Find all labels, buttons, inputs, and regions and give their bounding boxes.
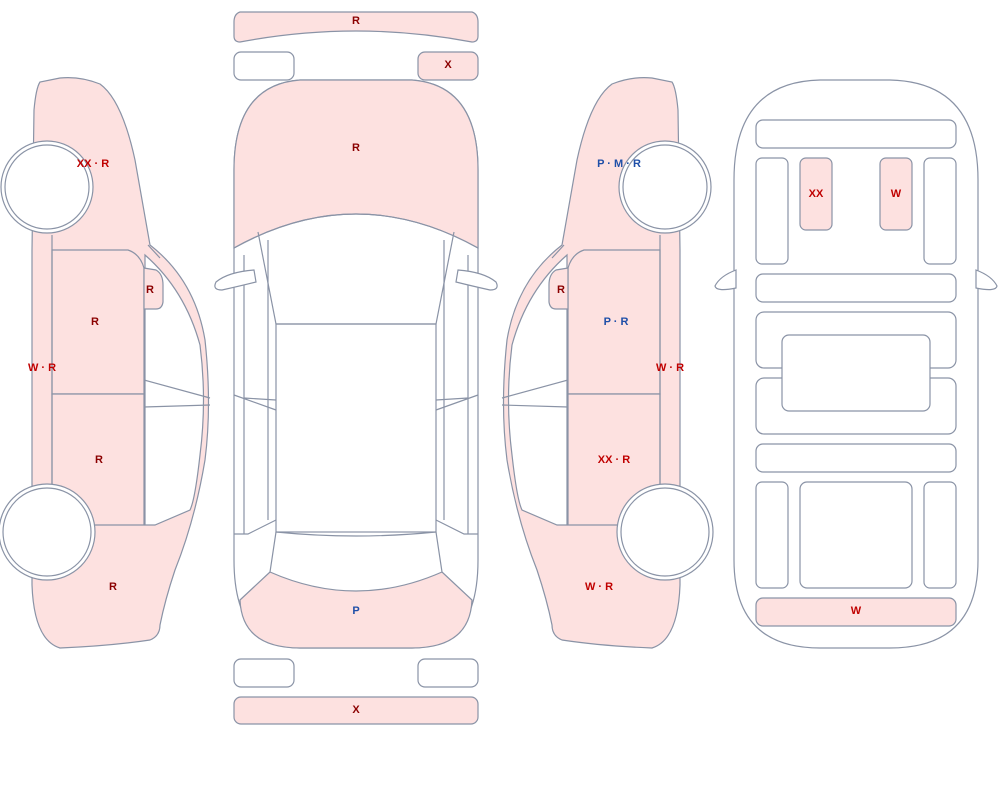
front-seat-left-label: XX [809, 188, 824, 200]
left-rear-quarter-label: R [109, 581, 117, 593]
rear-right-corner[interactable] [417, 658, 479, 688]
rear-bumper[interactable] [233, 696, 479, 725]
right-front-door-label: P · R [604, 316, 629, 328]
front-left-door-trim[interactable] [755, 157, 789, 265]
trunk-floor[interactable] [755, 597, 957, 627]
left-front-fender-label: XX · R [77, 158, 109, 170]
right-rocker-label: W · R [656, 362, 684, 374]
front-left-corner[interactable] [233, 51, 295, 81]
left-mirror[interactable] [143, 267, 164, 310]
front-bumper[interactable] [233, 11, 479, 43]
right-windows [507, 253, 568, 526]
front-seat-left[interactable] [799, 157, 833, 231]
hood-label: R [352, 142, 360, 154]
right-mirror-label: R [557, 284, 565, 296]
top-right-mirror [455, 269, 498, 291]
front-bumper-label: R [352, 15, 360, 27]
right-mirror[interactable] [548, 267, 569, 310]
left-front-door-label: R [91, 316, 99, 328]
trunk-floor-label: W [851, 605, 862, 617]
right-side-view: P · M · R R P · R W · R XX · R W · R [501, 77, 714, 649]
rear-shelf[interactable] [755, 443, 957, 473]
interior-view: XX W W [714, 79, 998, 649]
right-rear-door-label: XX · R [598, 454, 630, 466]
rear-center-panel[interactable] [781, 334, 931, 412]
top-view: R X R P X [214, 11, 498, 725]
left-front-door-panel[interactable] [51, 249, 145, 395]
trunk-left-trim[interactable] [755, 481, 789, 589]
dashboard[interactable] [755, 119, 957, 149]
right-front-door-panel[interactable] [567, 249, 661, 395]
trunk-lid-label: P [352, 605, 359, 617]
trunk-compartment[interactable] [799, 481, 913, 589]
left-rear-door-label: R [95, 454, 103, 466]
right-front-fender-label: P · M · R [597, 158, 641, 170]
rear-left-corner[interactable] [233, 658, 295, 688]
front-right-corner-label: X [444, 59, 452, 71]
front-seat-right-label: W [891, 188, 902, 200]
left-mirror-label: R [146, 284, 154, 296]
trunk-lid[interactable] [239, 571, 473, 649]
left-side-view: XX · R R R W · R R R [0, 77, 211, 649]
rear-bumper-label: X [352, 704, 360, 716]
center-console[interactable] [755, 273, 957, 303]
top-left-mirror [214, 269, 257, 291]
right-rear-quarter-label: W · R [585, 581, 613, 593]
trunk-right-trim[interactable] [923, 481, 957, 589]
left-rocker-label: W · R [28, 362, 56, 374]
front-right-door-trim[interactable] [923, 157, 957, 265]
front-right-corner[interactable] [417, 51, 479, 81]
left-windows [144, 253, 205, 526]
front-seat-right[interactable] [879, 157, 913, 231]
